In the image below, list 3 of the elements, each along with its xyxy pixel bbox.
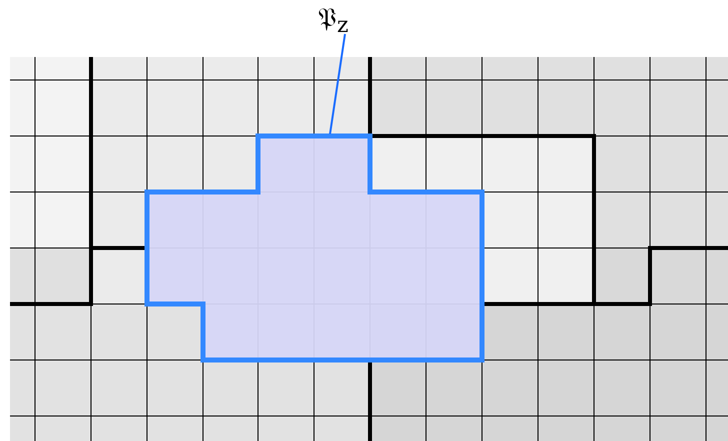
leader-line	[329, 34, 346, 134]
region-label: 𝔓$_{z}$	[318, 3, 348, 42]
region-outline	[144, 134, 484, 362]
